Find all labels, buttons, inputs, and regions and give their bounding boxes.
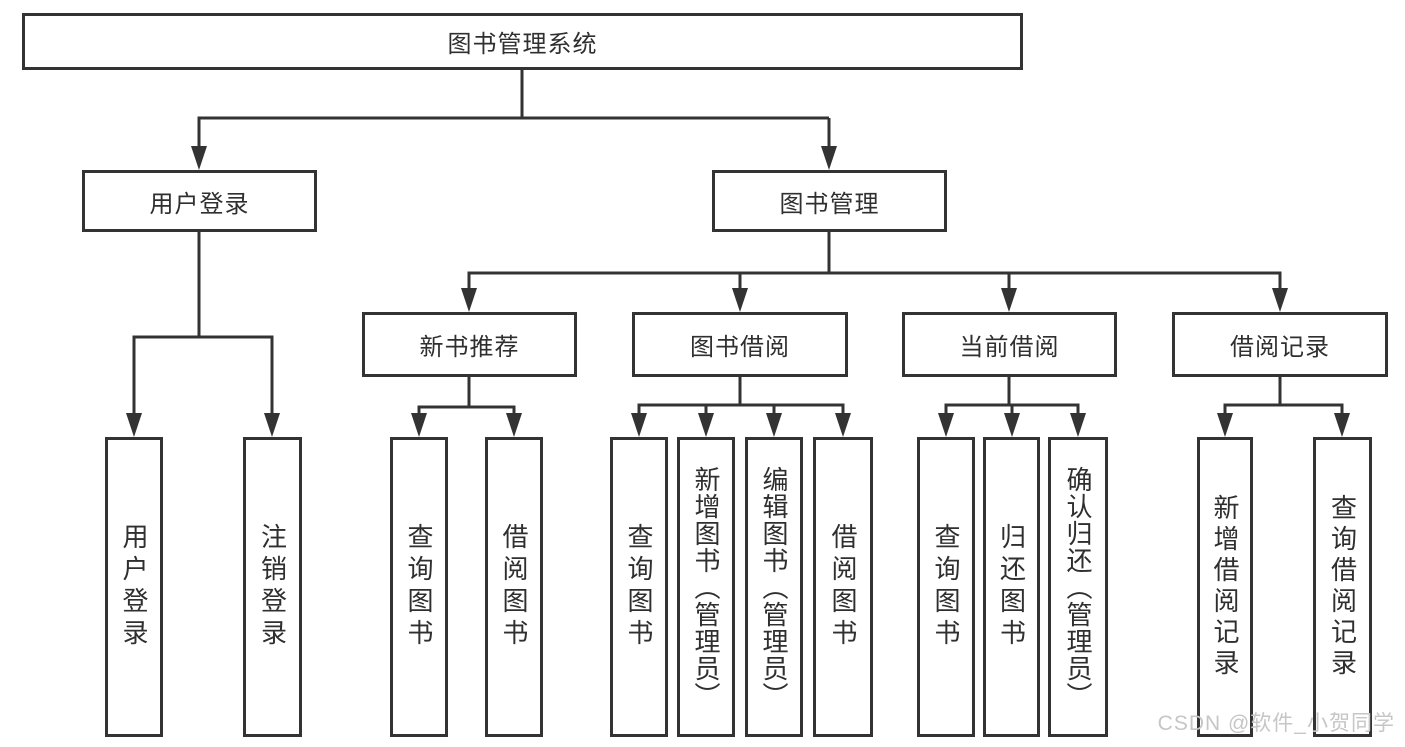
- node-book-management: 图书管理: [712, 170, 947, 232]
- leaf-cb-query-books: 查询图书: [917, 437, 975, 737]
- node-root: 图书管理系统: [22, 13, 1023, 70]
- leaf-bb-edit-books-admin: 编辑图书（管理员）: [745, 437, 803, 737]
- leaf-bb-borrow-books: 借阅图书: [813, 437, 873, 737]
- leaf-bb-query-books: 查询图书: [610, 437, 668, 737]
- node-current-borrowing: 当前借阅: [902, 312, 1117, 377]
- leaf-user-login: 用户登录: [105, 437, 163, 737]
- leaf-logout: 注销登录: [243, 437, 302, 737]
- leaf-cb-confirm-return-admin: 确认归还（管理员）: [1048, 437, 1108, 737]
- node-user-login: 用户登录: [82, 170, 317, 232]
- node-book-borrowing: 图书借阅: [632, 312, 848, 377]
- node-borrowing-records: 借阅记录: [1172, 312, 1388, 377]
- leaf-nbr-borrow-books: 借阅图书: [485, 437, 543, 737]
- node-new-book-recommendation: 新书推荐: [362, 312, 577, 377]
- leaf-nbr-query-books: 查询图书: [390, 437, 448, 737]
- leaf-br-query-record: 查询借阅记录: [1313, 437, 1372, 737]
- leaf-br-add-record: 新增借阅记录: [1197, 437, 1253, 737]
- leaf-cb-return-books: 归还图书: [983, 437, 1040, 737]
- leaf-bb-add-books-admin: 新增图书（管理员）: [677, 437, 735, 737]
